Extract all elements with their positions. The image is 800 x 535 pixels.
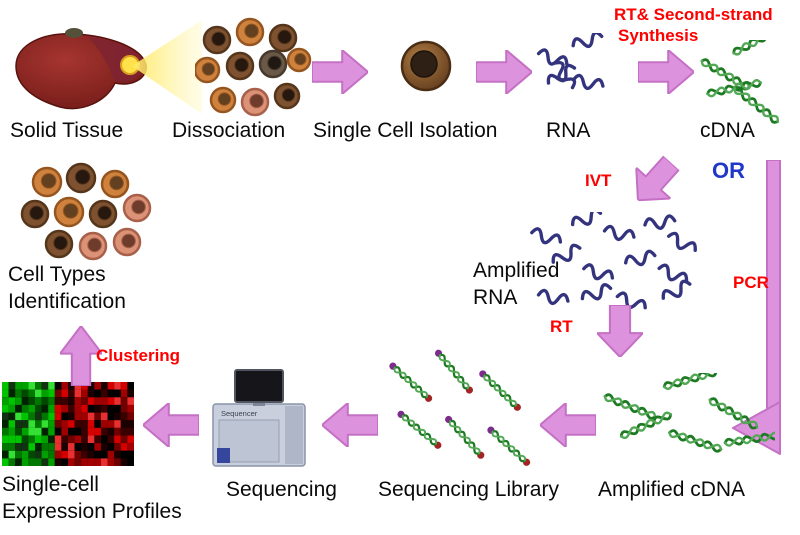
label-sequencing: Sequencing (226, 478, 337, 501)
cell-cluster-icon (193, 16, 313, 123)
label-rt-second-strand-line2: Synthesis (618, 26, 699, 45)
cdna-helix-icon (692, 25, 792, 129)
label-rna: RNA (546, 119, 591, 142)
sequencer-machine-icon: Sequencer (205, 368, 310, 475)
arrow-library-to-sequencing (321, 402, 379, 452)
label-single-cell-isolation: Single Cell Isolation (313, 119, 498, 142)
cell-types-cluster-icon (15, 162, 170, 267)
liver-icon (8, 20, 156, 121)
label-profiles-line2: Expression Profiles (2, 500, 182, 523)
label-rt: RT (550, 317, 573, 336)
label-solid-tissue: Solid Tissue (10, 119, 124, 142)
label-cell-types-line1: Cell Types (8, 263, 106, 286)
label-cdna: cDNA (700, 119, 755, 142)
arrow-dissociation-to-isolation (311, 49, 369, 99)
arrow-ivt (618, 148, 689, 220)
label-amplified-rna-line2: RNA (473, 286, 518, 309)
label-dissociation: Dissociation (172, 119, 286, 142)
arrow-sequencing-to-profiles (142, 402, 200, 452)
sequencing-library-icon (385, 345, 535, 480)
label-amplified-cdna: Amplified cDNA (598, 478, 746, 501)
expression-heatmap-icon (2, 382, 134, 471)
label-profiles-line1: Single-cell (2, 473, 99, 496)
label-cell-types-line2: Identification (8, 290, 126, 313)
arrow-pcr (725, 159, 785, 465)
arrow-rna-to-cdna (637, 49, 695, 99)
label-ivt: IVT (585, 171, 612, 190)
label-amplified-rna-line1: Amplified (473, 259, 560, 282)
arrow-clustering (59, 325, 103, 391)
label-pcr: PCR (733, 273, 769, 292)
arrow-rt (596, 304, 644, 362)
amplified-cdna-icon (600, 368, 780, 473)
label-sequencing-library: Sequencing Library (378, 478, 559, 501)
single-cell-icon (398, 38, 454, 99)
sequencer-device-label: Sequencer (221, 409, 258, 418)
label-or: OR (712, 158, 745, 183)
label-clustering: Clustering (96, 346, 181, 365)
arrow-ampcdna-to-library (539, 402, 597, 452)
label-rt-second-strand-line1: RT& Second-strand (614, 5, 773, 24)
arrow-isolation-to-rna (475, 49, 533, 99)
light-beam-icon (132, 20, 202, 119)
rna-molecules-icon (533, 30, 615, 110)
